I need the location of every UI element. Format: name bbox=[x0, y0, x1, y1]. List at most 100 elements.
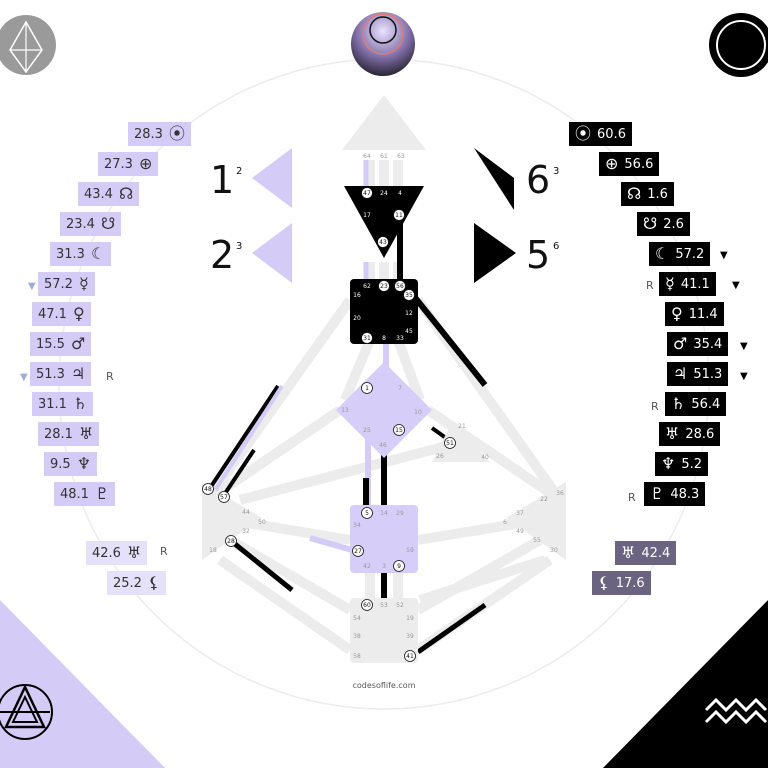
planet-value: 51.3 bbox=[693, 366, 723, 382]
gate-label: 38 bbox=[353, 633, 361, 640]
gate-label: 40 bbox=[481, 454, 489, 461]
detriment-arrow-icon: ▼ bbox=[720, 250, 728, 261]
gate-label: 45 bbox=[405, 328, 413, 335]
exaltation-arrow-icon: ▼ bbox=[28, 281, 36, 292]
planet-value: 5.2 bbox=[681, 456, 703, 472]
mercury-icon: ☿ bbox=[78, 274, 89, 293]
root-center bbox=[350, 598, 418, 663]
gate-label: 5 bbox=[365, 510, 369, 517]
channels-defined bbox=[208, 160, 488, 655]
gate-active-marker bbox=[352, 545, 364, 557]
gate-label: 31 bbox=[363, 335, 371, 342]
personality-sun-icon bbox=[709, 13, 768, 77]
detriment-arrow-icon: ▼ bbox=[740, 341, 748, 352]
planet-row: 27.3⊕ bbox=[98, 152, 159, 176]
gate-label: 27 bbox=[354, 548, 362, 555]
variable-bottom-right-sup: 6 bbox=[553, 241, 560, 252]
site-footer[interactable]: codesoflife.com bbox=[352, 681, 416, 690]
planet-value: 56.4 bbox=[691, 396, 721, 412]
moon-icon: ☾ bbox=[655, 244, 670, 263]
variable-bottom-right-number: 5 bbox=[526, 233, 551, 277]
planet-value: 28.3 bbox=[134, 126, 163, 142]
gate-label: 42 bbox=[363, 563, 371, 570]
gate-active-marker bbox=[202, 483, 214, 495]
design-arrow-bottom bbox=[252, 223, 292, 283]
venus-icon: ♀ bbox=[72, 304, 85, 323]
planet-row: ♇48.3 bbox=[644, 482, 706, 506]
planet-row: ♀ 11.4 bbox=[665, 302, 724, 326]
gate-active-marker bbox=[361, 382, 373, 394]
gate-label: 59 bbox=[406, 547, 414, 554]
gate-label: 7 bbox=[398, 385, 402, 392]
gate-label: 10 bbox=[414, 409, 422, 416]
planet-value: 60.6 bbox=[597, 126, 626, 142]
planet-value: 31.3 bbox=[56, 246, 85, 262]
planet-value: 42.6 bbox=[92, 545, 121, 561]
saturn-icon: ♄ bbox=[671, 394, 686, 413]
planet-value: 17.6 bbox=[615, 575, 645, 591]
g-center bbox=[336, 362, 432, 458]
gate-label: 52 bbox=[396, 602, 404, 609]
aquarius-waves-icon bbox=[704, 697, 768, 725]
earth-icon: ⊕ bbox=[605, 154, 619, 173]
planet-row: 23.4☋ bbox=[60, 212, 122, 236]
gate-label: 55 bbox=[533, 537, 541, 544]
planet-row: 28.3 ⦿ bbox=[128, 122, 191, 146]
gate-label: 37 bbox=[516, 510, 524, 517]
gate-active-marker bbox=[378, 280, 390, 292]
retrograde-marker: R bbox=[651, 400, 659, 413]
gate-label: 24 bbox=[380, 190, 388, 197]
gate-label: 32 bbox=[242, 528, 250, 535]
gate-label: 14 bbox=[380, 510, 388, 517]
gate-label: 11 bbox=[395, 212, 403, 219]
gate-active-marker bbox=[218, 491, 230, 503]
exaltation-arrow-icon: ▼ bbox=[20, 372, 28, 383]
planet-row: 15.5♂ bbox=[30, 332, 92, 356]
pluto-icon: ♇ bbox=[94, 484, 110, 503]
planet-value: 25.2 bbox=[113, 575, 142, 591]
planet-row: ♆5.2 bbox=[655, 452, 709, 476]
gate-active-marker bbox=[361, 187, 373, 199]
spleen-center bbox=[202, 482, 262, 560]
gate-label: 48 bbox=[204, 486, 212, 493]
variable-top-left-sup: 2 bbox=[236, 166, 243, 177]
north-node-icon: ☊ bbox=[118, 184, 134, 203]
chiron-icon: ♅ bbox=[126, 543, 142, 562]
planet-row: 57.2☿ bbox=[38, 272, 95, 296]
venus-icon: ♀ bbox=[671, 304, 683, 323]
planet-row: ♅28.6 bbox=[659, 422, 721, 446]
lilith-icon: ⚸ bbox=[147, 573, 160, 592]
retrograde-marker: R bbox=[628, 491, 636, 504]
gate-label: 41 bbox=[406, 653, 414, 660]
planet-row: 51.3♃ bbox=[30, 362, 92, 386]
planet-value: 28.1 bbox=[44, 426, 73, 442]
gate-label: 57 bbox=[220, 494, 228, 501]
gate-label: 61 bbox=[380, 153, 388, 160]
planet-value: 51.3 bbox=[36, 366, 65, 382]
gate-label: 19 bbox=[406, 615, 414, 622]
gate-label: 22 bbox=[540, 496, 548, 503]
moon-icon: ☾ bbox=[90, 244, 106, 263]
planet-row: 47.1♀ bbox=[32, 302, 91, 326]
variable-top-left-number: 1 bbox=[210, 158, 235, 202]
planet-value: 11.4 bbox=[688, 306, 718, 322]
gate-label: 30 bbox=[550, 547, 558, 554]
gate-label: 28 bbox=[227, 538, 235, 545]
gate-label: 23 bbox=[380, 283, 388, 290]
sun-icon: ⦿ bbox=[168, 124, 185, 143]
saturn-icon: ♄ bbox=[72, 394, 88, 413]
gate-label: 17 bbox=[363, 212, 371, 219]
planet-row: 9.5♆ bbox=[44, 452, 98, 476]
planet-value: 57.2 bbox=[675, 246, 705, 262]
neptune-icon: ♆ bbox=[76, 454, 92, 473]
gate-label: 16 bbox=[353, 292, 361, 299]
gate-label: 54 bbox=[353, 615, 361, 622]
planet-value: 56.6 bbox=[624, 156, 654, 172]
gate-label: 12 bbox=[405, 310, 413, 317]
gate-label: 8 bbox=[382, 335, 386, 342]
gate-label: 26 bbox=[436, 453, 444, 460]
south-node-icon: ☋ bbox=[643, 214, 658, 233]
gate-label: 35 bbox=[405, 292, 413, 299]
